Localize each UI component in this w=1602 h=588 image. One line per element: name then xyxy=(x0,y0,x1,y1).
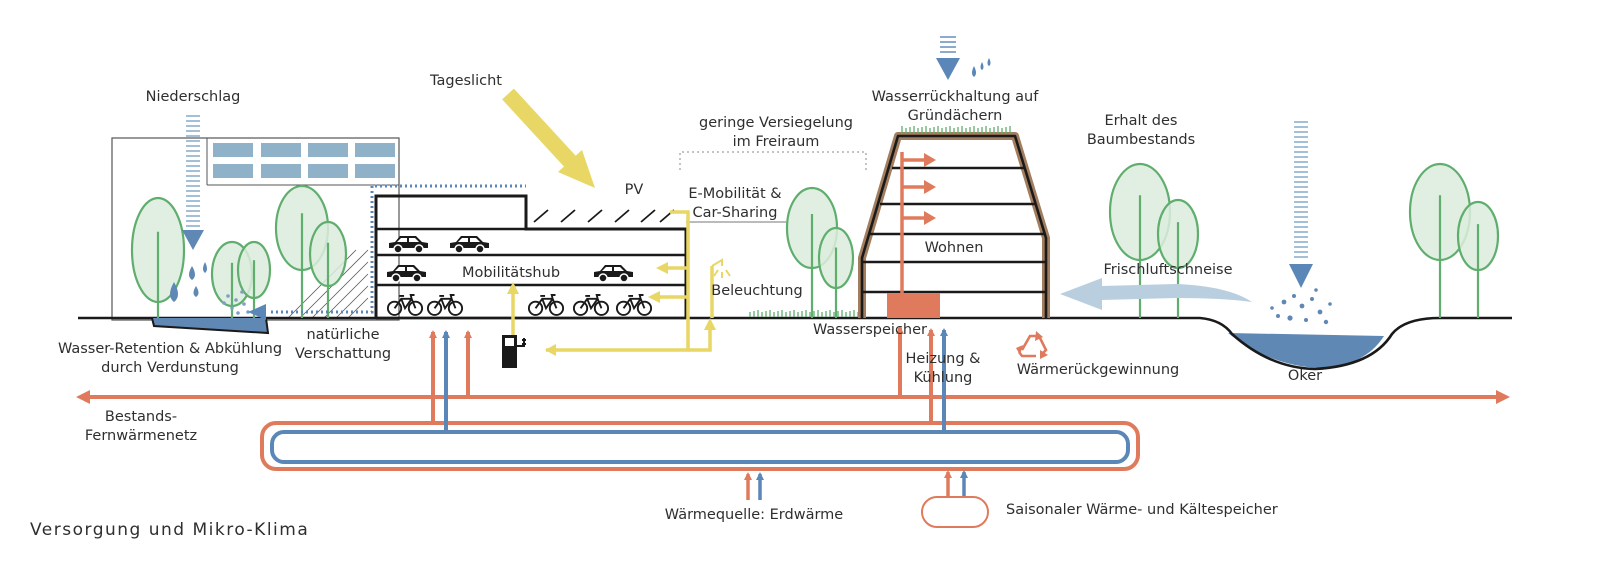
tree-icon xyxy=(1456,200,1500,318)
label-verschattung-1: natürliche xyxy=(306,327,379,343)
oker-evaporation-dots xyxy=(1270,288,1332,325)
tree-icon xyxy=(130,196,186,318)
roof-water-path xyxy=(268,184,526,314)
open-space-bracket xyxy=(679,151,867,170)
bicycle-icon xyxy=(426,294,464,316)
label-tageslicht: Tageslicht xyxy=(429,73,502,89)
supply-pipes xyxy=(429,326,968,500)
label-verschattung-2: Verschattung xyxy=(295,346,391,362)
oker-rain-arrowhead-icon xyxy=(1289,264,1313,288)
label-erhalt-1: Erhalt des xyxy=(1105,113,1178,129)
charging-station-icon xyxy=(502,335,526,368)
label-bestand-1: Bestands- xyxy=(105,409,177,425)
label-geringe-versiegelung-2: im Freiraum xyxy=(733,134,820,150)
label-emobilitaet-2: Car-Sharing xyxy=(693,205,778,221)
label-geringe-versiegelung-1: geringe Versiegelung xyxy=(699,115,853,131)
label-saisonal: Saisonaler Wärme- und Kältespeicher xyxy=(1006,502,1278,518)
car-icon xyxy=(388,235,429,254)
roof-rain-icon xyxy=(940,36,956,53)
label-emobilitaet-1: E-Mobilität & xyxy=(688,186,781,202)
trees xyxy=(130,162,1500,318)
air-flow-arrow-icon xyxy=(1060,278,1252,310)
retention-arrow-icon xyxy=(248,304,266,320)
label-pv: PV xyxy=(625,182,644,198)
label-wohnen: Wohnen xyxy=(925,240,984,256)
water-drops-icon xyxy=(170,262,207,302)
car-icon xyxy=(593,264,634,283)
label-bestand-2: Fernwärmenetz xyxy=(85,428,197,444)
labels: Niederschlag Tageslicht PV geringe Versi… xyxy=(30,73,1322,540)
label-mobilitaetshub: Mobilitätshub xyxy=(462,265,560,281)
street-lamp-icon xyxy=(711,258,731,278)
label-heizung-2: Kühlung xyxy=(914,370,973,386)
district-heating-arrowhead-right xyxy=(1496,390,1510,404)
grass-strip xyxy=(749,310,859,317)
bicycle-icon xyxy=(527,294,565,316)
tree-icon xyxy=(308,220,348,318)
label-wasserrueckhaltung-1: Wasserrückhaltung auf xyxy=(872,89,1040,105)
tree-icon xyxy=(817,226,855,318)
water-drops-icon xyxy=(972,58,991,77)
label-frischluftschneise: Frischluftschneise xyxy=(1103,262,1232,278)
pv-panels xyxy=(533,209,675,223)
rain-arrowhead-icon xyxy=(182,230,204,250)
water-storage-box xyxy=(887,293,940,318)
oker-water xyxy=(1228,333,1384,368)
label-retention-2: durch Verdunstung xyxy=(101,360,239,376)
rain-arrow-icon xyxy=(186,115,200,227)
label-erhalt-2: Baumbestands xyxy=(1087,132,1195,148)
cold-loop-inner xyxy=(270,430,1130,464)
seasonal-storage-tank xyxy=(921,496,989,528)
bicycle-icon xyxy=(386,294,424,316)
label-heizung-1: Heizung & xyxy=(906,351,981,367)
label-niederschlag: Niederschlag xyxy=(146,89,241,105)
mobility-hub-building xyxy=(374,194,786,320)
car-icon xyxy=(449,235,490,254)
label-waermequelle: Wärmequelle: Erdwärme xyxy=(665,507,843,523)
bicycle-icon xyxy=(615,294,653,316)
residential-building xyxy=(858,132,1050,318)
heat-distribution-arrows xyxy=(900,152,926,293)
tree-icon xyxy=(236,240,272,318)
retention-basin xyxy=(151,317,270,335)
label-wasserspeicher: Wasserspeicher xyxy=(813,322,927,338)
oker-rain-icon xyxy=(1294,121,1308,258)
district-heating-arrowhead-left xyxy=(76,390,90,404)
heat-loop-outer xyxy=(260,421,1140,471)
ground-line xyxy=(78,316,1512,371)
label-wasserrueckhaltung-2: Gründächern xyxy=(908,108,1003,124)
sun-ray-arrow-icon xyxy=(502,88,595,188)
label-retention-1: Wasser-Retention & Abkühlung xyxy=(58,341,282,357)
roof-rain-arrowhead-icon xyxy=(936,58,960,80)
green-roof xyxy=(901,126,1011,134)
evaporation-dots xyxy=(222,290,250,315)
bicycle-icon xyxy=(572,294,610,316)
label-beleuchtung: Beleuchtung xyxy=(711,283,802,299)
label-waermerueckgewinnung: Wärmerückgewinnung xyxy=(1017,362,1180,378)
tree-icon xyxy=(1156,198,1200,318)
label-oker: Oker xyxy=(1288,368,1322,384)
tree-icon xyxy=(1408,162,1472,318)
car-icon xyxy=(386,264,427,283)
geothermal-loop xyxy=(260,421,1140,471)
caption-title: Versorgung und Mikro-Klima xyxy=(30,520,309,540)
energy-lines xyxy=(511,210,714,352)
